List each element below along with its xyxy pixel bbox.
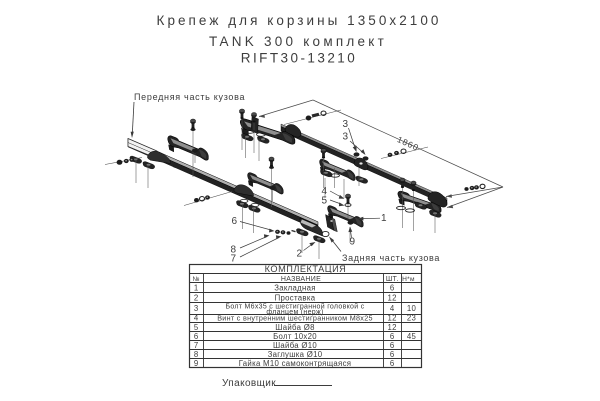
svg-text:4: 4	[390, 304, 395, 313]
svg-text:1: 1	[381, 213, 387, 224]
svg-text:5: 5	[194, 323, 199, 332]
svg-text:Задняя часть кузова: Задняя часть кузова	[342, 253, 440, 263]
svg-text:Крепеж для корзины 1350х2100: Крепеж для корзины 1350х2100	[157, 13, 442, 28]
svg-text:RIFT30-13210: RIFT30-13210	[241, 50, 357, 65]
svg-text:Болт М6х35 с шестигранной гол: Болт М6х35 с шестигранной головкой с	[225, 302, 364, 310]
svg-text:9: 9	[194, 359, 199, 368]
svg-text:Болт 10х20: Болт 10х20	[273, 332, 317, 341]
svg-text:1860: 1860	[396, 134, 421, 153]
svg-text:Н*м: Н*м	[402, 276, 415, 283]
svg-text:Упаковщик: Упаковщик	[222, 378, 276, 389]
svg-text:6: 6	[390, 341, 395, 350]
svg-text:Шайба Ø8: Шайба Ø8	[275, 323, 314, 332]
svg-text:2: 2	[194, 293, 199, 302]
svg-text:4: 4	[194, 314, 199, 323]
svg-text:Проставка: Проставка	[275, 293, 316, 302]
svg-text:фланцем (нерж): фланцем (нерж)	[266, 309, 323, 316]
svg-text:КОМПЛЕКТАЦИЯ: КОМПЛЕКТАЦИЯ	[265, 264, 347, 274]
svg-text:7: 7	[194, 341, 199, 350]
svg-text:12: 12	[388, 323, 397, 332]
svg-text:6: 6	[390, 350, 395, 359]
svg-text:№: №	[193, 276, 200, 283]
svg-text:2: 2	[297, 249, 303, 260]
svg-text:9: 9	[350, 237, 356, 248]
svg-text:TANK 300 комплект: TANK 300 комплект	[209, 34, 387, 49]
svg-text:1: 1	[194, 284, 199, 293]
svg-text:3: 3	[194, 304, 199, 313]
svg-text:6: 6	[390, 284, 395, 293]
svg-text:Передняя часть кузова: Передняя часть кузова	[134, 92, 245, 102]
svg-text:8: 8	[194, 350, 199, 359]
svg-text:7: 7	[231, 254, 237, 265]
svg-text:ШТ.: ШТ.	[386, 276, 399, 283]
svg-text:6: 6	[232, 216, 238, 227]
svg-text:12: 12	[388, 293, 397, 302]
svg-text:НАЗВАНИЕ: НАЗВАНИЕ	[281, 276, 321, 283]
svg-text:6: 6	[390, 359, 395, 368]
svg-text:3: 3	[343, 132, 349, 143]
svg-text:45: 45	[407, 332, 417, 341]
svg-text:Заглушка Ø10: Заглушка Ø10	[268, 350, 323, 359]
svg-text:Шайба Ø10: Шайба Ø10	[273, 341, 317, 350]
svg-text:5: 5	[322, 196, 328, 207]
svg-text:6: 6	[390, 332, 395, 341]
svg-text:3: 3	[343, 119, 349, 130]
svg-text:10: 10	[407, 304, 417, 313]
svg-text:6: 6	[194, 332, 199, 341]
svg-text:23: 23	[407, 314, 416, 323]
svg-text:12: 12	[388, 314, 397, 323]
svg-text:8: 8	[231, 245, 237, 256]
svg-text:4: 4	[322, 186, 328, 197]
svg-text:Закладная: Закладная	[274, 284, 316, 293]
svg-text:Гайка М10 самоконтрящаяся: Гайка М10 самоконтрящаяся	[239, 359, 352, 368]
svg-text:Винт с внутренним шестигранник: Винт с внутренним шестигранником М8х25	[217, 314, 373, 323]
